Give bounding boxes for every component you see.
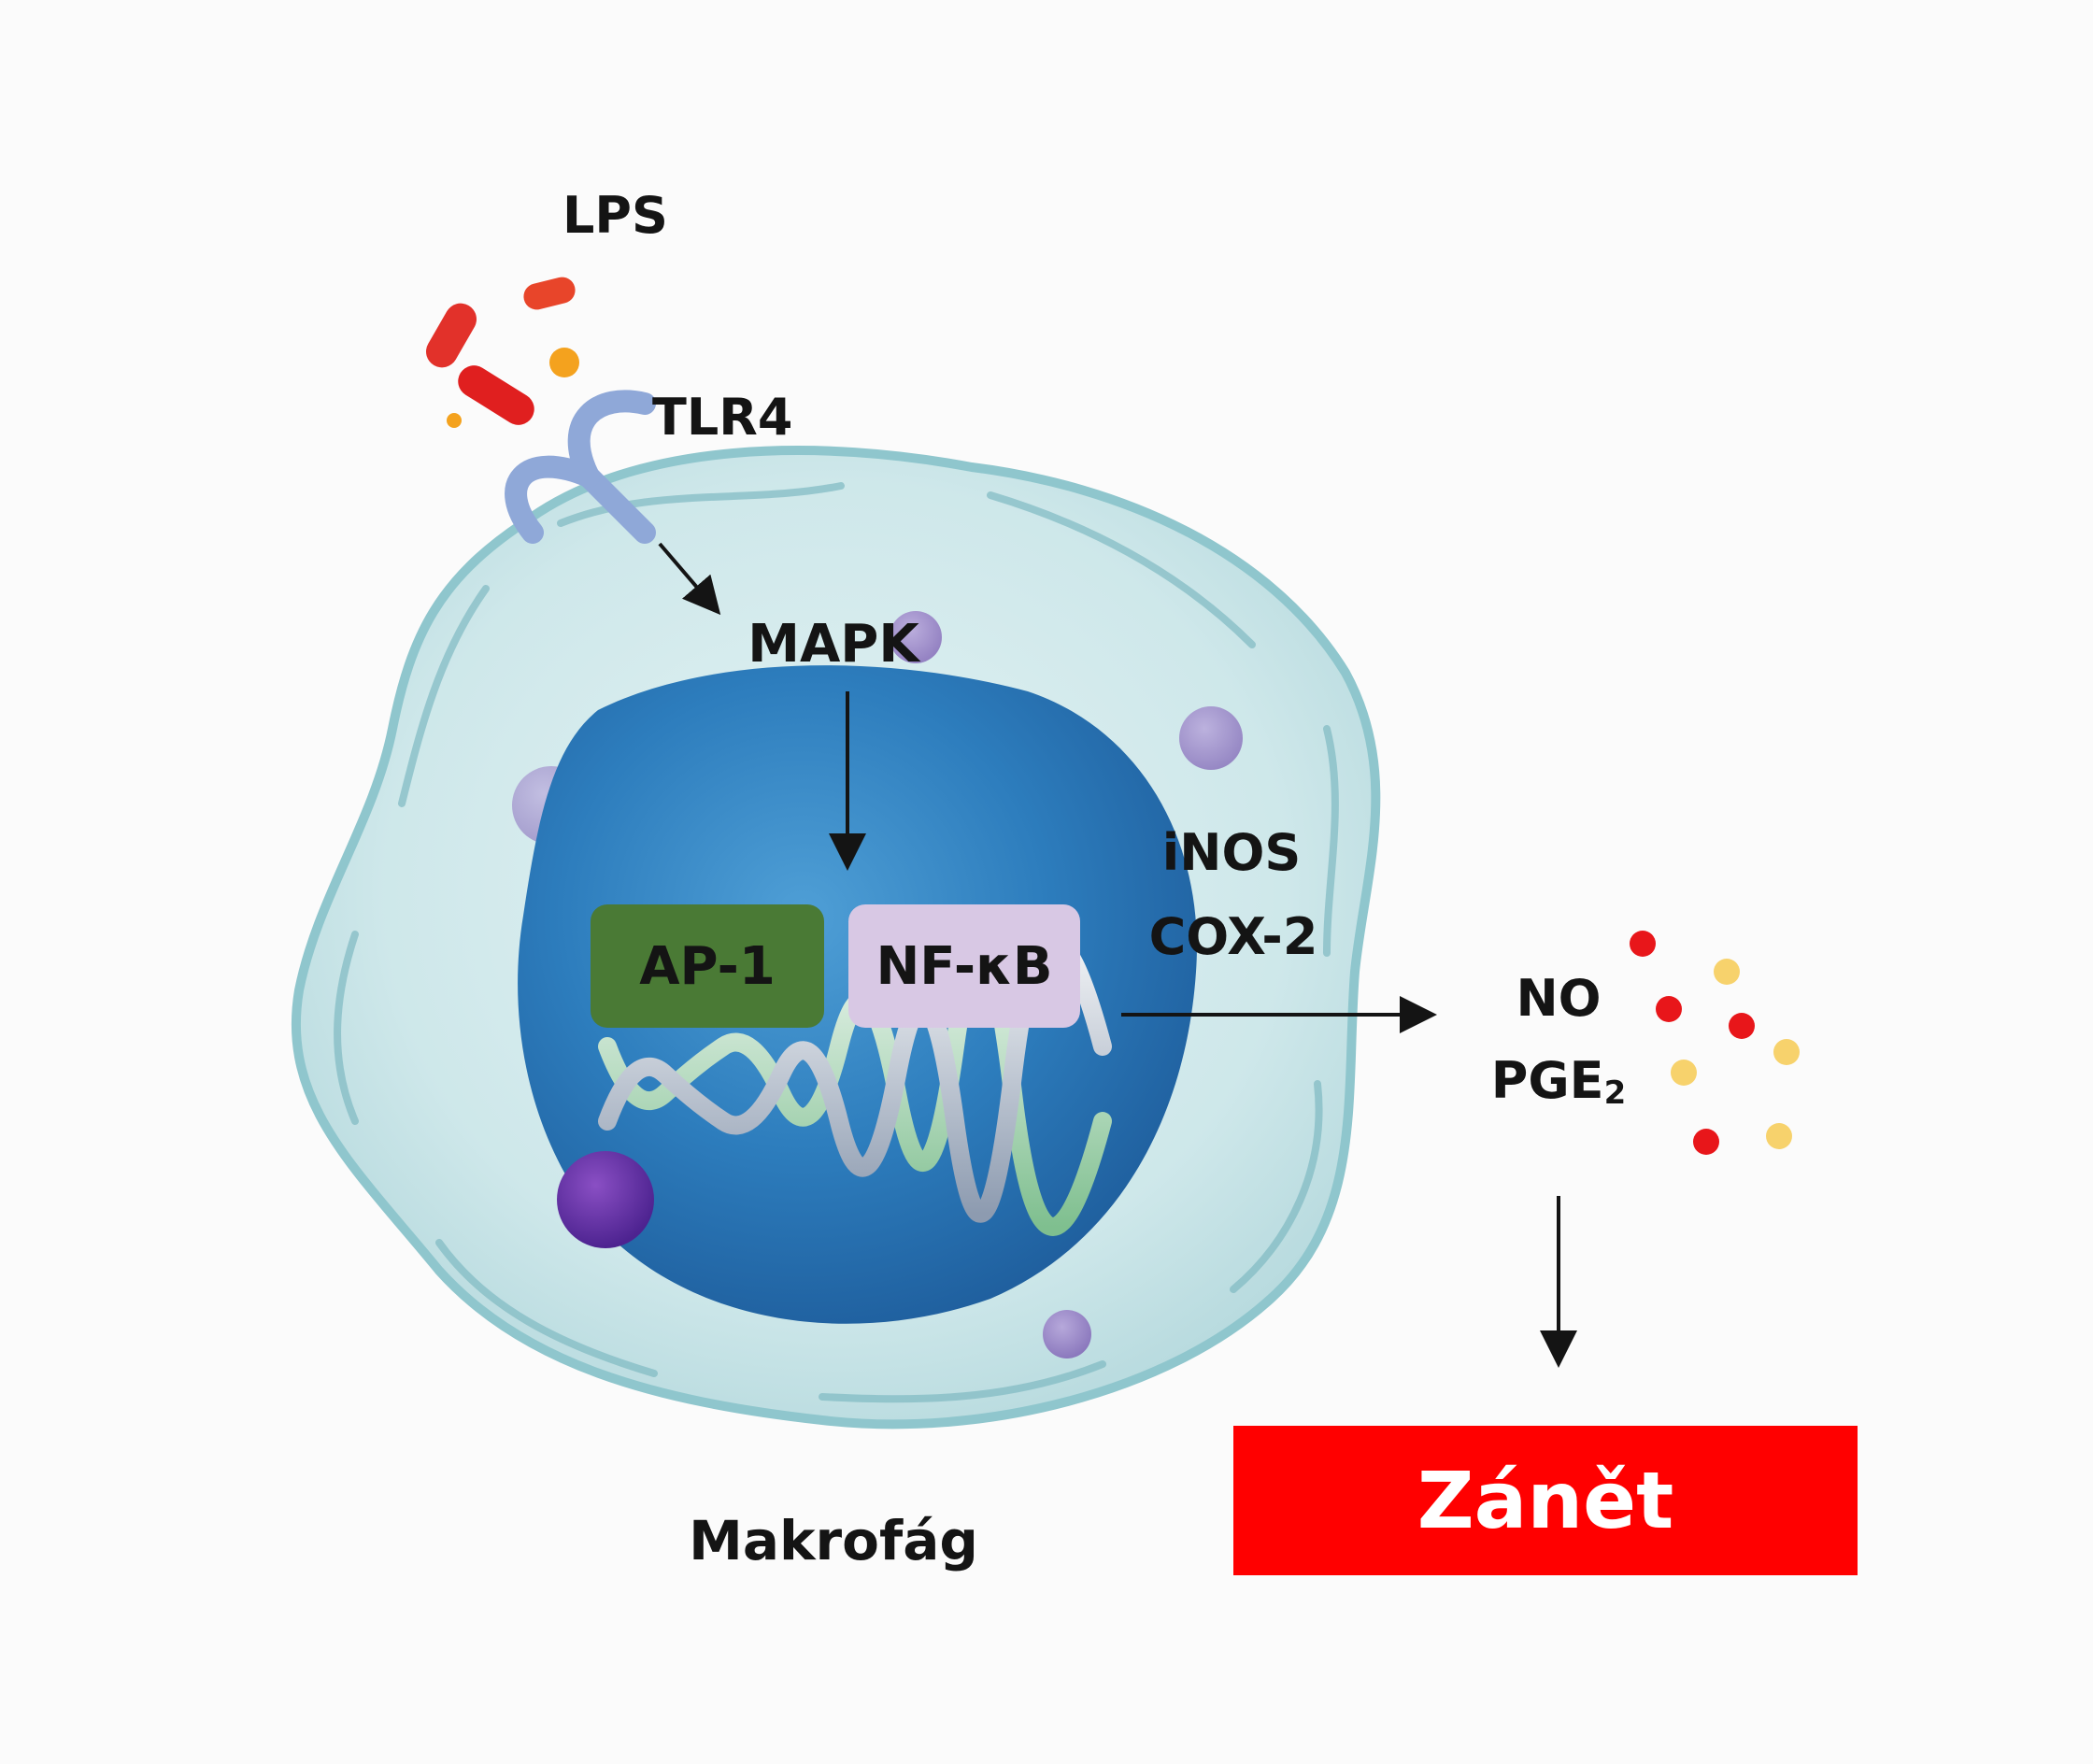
label-nfkb: NF-κB [876,935,1053,997]
label-pge2: PGE2 [1491,1056,1627,1112]
mediator-dot-yellow [1773,1039,1800,1065]
label-lps: LPS [562,186,668,245]
mediator-dot-yellow [1766,1123,1792,1149]
mediator-dot-yellow [1714,959,1740,985]
lps-particle [549,348,579,377]
label-tlr4: TLR4 [652,388,793,447]
label-pge-subscript: 2 [1603,1074,1627,1112]
nfkb-box: NF-κB [848,904,1080,1028]
vesicle [890,611,942,663]
mediator-dot-red [1729,1013,1755,1039]
label-ap1: AP-1 [639,935,776,997]
arrow-tlr4-to-mapk [658,542,721,616]
label-no: NO [1516,969,1602,1028]
vesicle [1179,706,1243,770]
mediator-dot-red [1656,996,1682,1022]
membrane-texture [334,482,1339,1403]
lps-particle [447,413,462,428]
label-pge: PGE [1490,1051,1604,1110]
label-macrophage: Makrofág [689,1509,978,1572]
mediator-dot-yellow [1671,1060,1697,1086]
inflammation-box: Zánět [1233,1426,1858,1575]
label-inflammation: Zánět [1417,1455,1674,1546]
dna-strand [598,932,1112,1223]
label-mapk: MAPK [748,614,919,675]
vesicle [1043,1310,1091,1359]
vesicle [557,1151,654,1248]
mediator-dot-red [1630,931,1656,957]
ap1-box: AP-1 [591,904,824,1028]
tlr4-receptor [505,390,656,544]
label-inos: iNOS [1161,823,1302,882]
label-cox2: COX-2 [1148,907,1318,966]
mediator-dot-red [1693,1129,1719,1155]
lps-bacterium [523,277,576,310]
lps-bacterium [458,365,534,425]
lps-bacterium [426,303,477,368]
